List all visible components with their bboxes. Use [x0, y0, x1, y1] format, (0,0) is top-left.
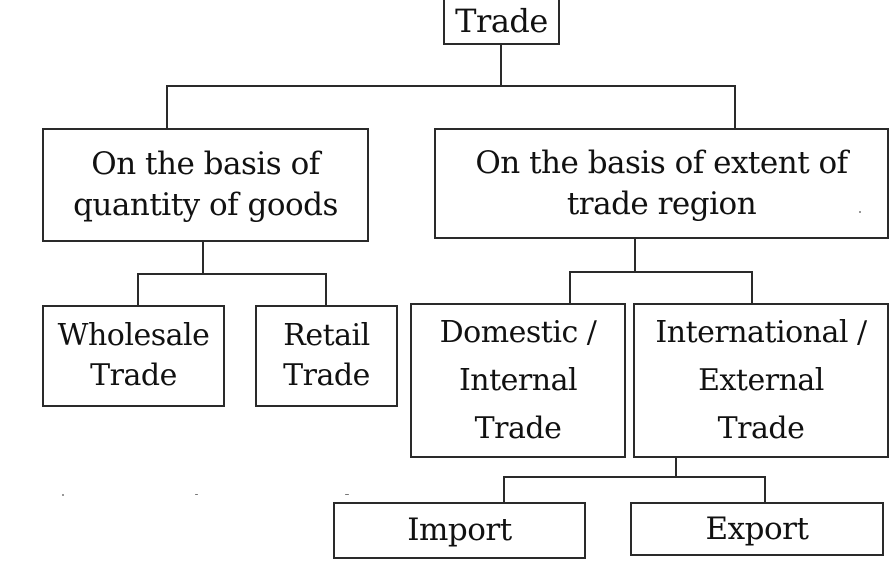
node-export-label: Export	[705, 510, 809, 547]
connector-international-down	[675, 457, 677, 477]
connector-region-down	[634, 238, 636, 272]
node-wholesale-line-2: Trade	[90, 358, 177, 393]
node-domestic-line-3: Trade	[474, 410, 562, 446]
node-retail-line-1: Retail	[283, 318, 370, 354]
node-wholesale-trade: Wholesale Trade	[42, 305, 225, 407]
connector-to-retail	[325, 273, 327, 305]
connector-to-export	[764, 476, 766, 503]
connector-quantity-bar	[137, 273, 327, 275]
node-retail-line-2: Trade	[283, 358, 370, 393]
scan-speck	[195, 494, 198, 495]
node-quantity-line-1: On the basis of	[91, 146, 320, 183]
node-region-line-2: trade region	[566, 185, 757, 222]
connector-to-quantity	[166, 85, 168, 128]
node-domestic-line-1: Domestic /	[439, 314, 597, 350]
node-trade: Trade	[443, 0, 560, 45]
node-region-basis: On the basis of extent of trade region	[434, 128, 889, 239]
connector-international-bar	[503, 476, 766, 478]
node-quantity-line-2: quantity of goods	[73, 187, 338, 223]
connector-to-domestic	[569, 271, 571, 303]
node-import-label: Import	[407, 512, 512, 549]
node-retail-trade: Retail Trade	[255, 305, 398, 407]
node-import: Import	[333, 502, 586, 559]
scan-speck	[62, 494, 64, 496]
scan-speck	[859, 211, 861, 213]
node-export: Export	[630, 502, 884, 556]
node-international-trade: International / External Trade	[633, 303, 889, 458]
connector-level1-bar	[166, 85, 736, 87]
connector-to-import	[503, 476, 505, 503]
connector-region-bar	[569, 271, 753, 273]
node-wholesale-line-1: Wholesale	[57, 318, 210, 354]
connector-to-international	[751, 271, 753, 303]
node-quantity-basis: On the basis of quantity of goods	[42, 128, 369, 242]
node-international-line-1: International /	[655, 314, 867, 350]
node-trade-label: Trade	[455, 2, 548, 41]
connector-quantity-down	[202, 241, 204, 274]
scan-speck	[345, 494, 349, 495]
node-domestic-trade: Domestic / Internal Trade	[410, 303, 626, 458]
connector-to-wholesale	[137, 273, 139, 305]
connector-to-region	[734, 85, 736, 128]
connector-root-down	[500, 45, 502, 87]
node-international-line-2: External	[698, 362, 824, 398]
node-domestic-line-2: Internal	[458, 362, 578, 398]
node-region-line-1: On the basis of extent of	[475, 144, 848, 181]
node-international-line-3: Trade	[717, 410, 805, 446]
